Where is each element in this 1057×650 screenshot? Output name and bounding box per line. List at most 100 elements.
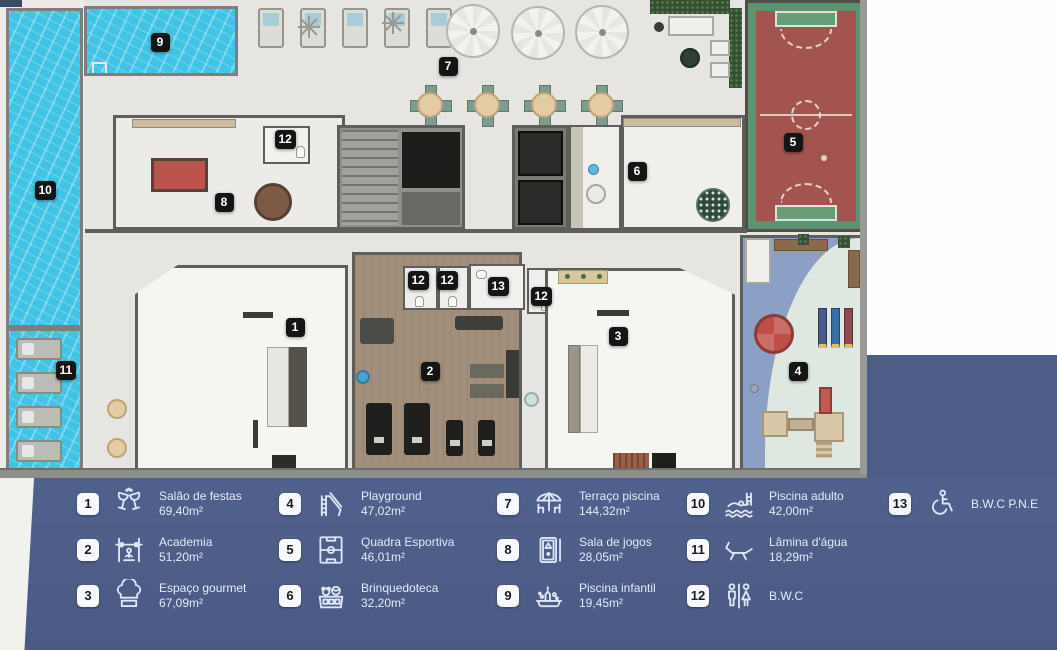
exercise-bike [446, 420, 463, 456]
parasol-table [575, 5, 629, 59]
palm-plant [298, 16, 320, 38]
weight-machine [360, 318, 394, 344]
exercise-ball [524, 392, 539, 407]
legend-number-badge: 4 [279, 493, 301, 515]
hedge [729, 8, 742, 88]
amenity-area: 67,09m² [159, 596, 204, 610]
plan-marker-13: 13 [487, 277, 509, 296]
gym-mat [470, 384, 504, 398]
bench [272, 455, 296, 471]
plan-marker-12: 12 [274, 130, 296, 149]
dining-table [581, 85, 623, 127]
sun-lounger [258, 8, 284, 48]
amenity-name: Brinquedoteca [361, 581, 439, 595]
elevator [518, 131, 563, 176]
water-lounger [16, 440, 62, 462]
outdoor-sofa [668, 16, 714, 36]
palm-plant [382, 12, 404, 34]
amenity-area: 18,29m² [769, 550, 814, 564]
legend-number-badge: 10 [687, 493, 709, 515]
plan-marker-8: 8 [214, 193, 234, 212]
amenity-area: 51,20m² [159, 550, 204, 564]
sink [476, 270, 487, 279]
shelf-rack [506, 350, 519, 398]
legend-panel [0, 478, 1057, 650]
armchair [710, 40, 730, 56]
spring-toy [818, 308, 827, 348]
legend-number-badge: 11 [687, 539, 709, 561]
amenity-area: 19,45m² [579, 596, 624, 610]
shaft [402, 132, 460, 188]
cue-rack [132, 119, 236, 128]
legend-number-badge: 12 [687, 585, 709, 607]
page-background [867, 0, 1057, 355]
planter-box [558, 270, 608, 284]
toast-glasses-icon [111, 486, 147, 522]
sun-lounger [342, 8, 368, 48]
toy-counter [623, 118, 741, 127]
basin [588, 164, 599, 175]
treadmill [404, 403, 430, 455]
dining-table [524, 85, 566, 127]
gym-mat [470, 364, 504, 378]
wheelchair-icon [923, 486, 959, 522]
wall [85, 229, 747, 233]
plan-marker-10: 10 [34, 181, 56, 200]
legend-number-badge: 2 [77, 539, 99, 561]
legend-background [867, 355, 1057, 479]
goal-area-top [775, 11, 837, 27]
spring-toy [844, 308, 853, 348]
poker-table [254, 183, 292, 221]
goal-area-bottom [775, 205, 837, 221]
play-tower [814, 412, 844, 442]
render-edge [0, 0, 22, 7]
amenity-name: Playground [361, 489, 422, 503]
plan-marker-5: 5 [783, 133, 803, 152]
deck-structure [745, 238, 771, 284]
legend-number-badge: 7 [497, 493, 519, 515]
water-lounger [16, 406, 62, 428]
spring-toy [831, 308, 840, 348]
dining-table [467, 85, 509, 127]
amenity-name: B.W.C [769, 588, 804, 603]
toilet [415, 296, 424, 307]
plan-marker-12: 12 [530, 287, 552, 306]
plan-marker-7: 7 [438, 57, 458, 76]
water-lounger [16, 338, 62, 360]
billiards-icon [531, 532, 567, 568]
coffee-table [680, 48, 700, 68]
ball [750, 384, 759, 393]
toilet [296, 146, 305, 158]
bar-counter [267, 347, 289, 427]
hedge [650, 0, 730, 14]
toy-box-icon [313, 578, 349, 614]
treadmill [366, 403, 392, 455]
legend-number-badge: 8 [497, 539, 519, 561]
legend-number-badge: 5 [279, 539, 301, 561]
wall [860, 0, 867, 474]
gym-rack-icon [111, 532, 147, 568]
water-lounger [16, 372, 62, 394]
amenity-area: 47,02m² [361, 504, 406, 518]
island-counter [568, 345, 580, 433]
amenity-name: Sala de jogos [579, 535, 652, 549]
landing [402, 192, 460, 225]
island-counter-top [580, 345, 598, 433]
play-ladder [816, 442, 832, 458]
plan-marker-1: 1 [285, 318, 305, 337]
planter [798, 234, 809, 245]
amenity-area: 46,01m² [361, 550, 406, 564]
